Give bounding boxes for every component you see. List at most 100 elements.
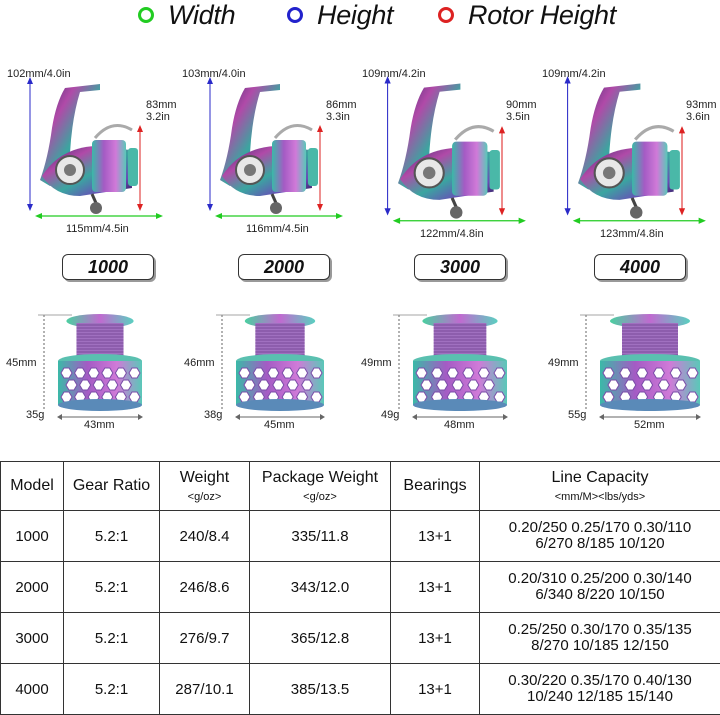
cell-package-weight: 365/12.8 xyxy=(250,613,391,664)
cell-model: 3000 xyxy=(1,613,64,664)
reel-width-label: 116mm/4.5in xyxy=(246,223,309,235)
spool-diameter-label: 43mm xyxy=(84,419,115,431)
cell-weight: 246/8.6 xyxy=(160,562,250,613)
line-capacity-mm: 0.25/250 0.30/170 0.35/135 xyxy=(480,622,720,638)
spool-diameter-label: 45mm xyxy=(264,419,295,431)
line-capacity-lbs: 8/270 10/185 12/150 xyxy=(480,638,720,654)
spool-panel: 45mm 35g 43mm xyxy=(0,305,180,435)
header-package-weight-label: Package Weight xyxy=(262,469,378,486)
reel-rotor-in-label: 3.3in xyxy=(326,111,350,123)
header-weight-label: Weight xyxy=(180,469,230,486)
header-bearings: Bearings xyxy=(391,462,480,511)
legend-rotor-height: Rotor Height xyxy=(438,0,616,30)
spool-height-label: 49mm xyxy=(361,357,392,369)
reel-width-label: 122mm/4.8in xyxy=(420,228,484,240)
legend-height: Height xyxy=(287,0,393,30)
blue-circle-icon xyxy=(287,7,303,23)
cell-weight: 276/9.7 xyxy=(160,613,250,664)
cell-gear-ratio: 5.2:1 xyxy=(64,562,160,613)
spool-height-label: 46mm xyxy=(184,357,215,369)
spool-panel: 46mm 38g 45mm xyxy=(180,305,360,435)
spool-diameter-label: 52mm xyxy=(634,419,665,431)
header-line-capacity-label: Line Capacity xyxy=(552,469,649,486)
line-capacity-lbs: 6/270 8/185 10/120 xyxy=(480,536,720,552)
spool-weight-label: 38g xyxy=(204,409,222,421)
model-tag: 3000 xyxy=(414,254,506,280)
red-circle-icon xyxy=(438,7,454,23)
header-line-capacity: Line Capacity <mm/M><lbs/yds> xyxy=(480,462,720,511)
cell-bearings: 13+1 xyxy=(391,511,480,562)
spool-height-label: 49mm xyxy=(548,357,579,369)
header-package-weight-unit: <g/oz> xyxy=(250,491,390,503)
green-circle-icon xyxy=(138,7,154,23)
legend-height-label: Height xyxy=(317,0,393,31)
reel-rotor-mm-label: 90mm xyxy=(506,99,537,111)
header-gear-ratio: Gear Ratio xyxy=(64,462,160,511)
reel-width-label: 115mm/4.5in xyxy=(66,223,129,235)
reel-rotor-in-label: 3.5in xyxy=(506,111,530,123)
reel-rotor-in-label: 3.6in xyxy=(686,111,710,123)
cell-gear-ratio: 5.2:1 xyxy=(64,511,160,562)
spool-weight-label: 35g xyxy=(26,409,44,421)
cell-weight: 240/8.4 xyxy=(160,511,250,562)
cell-package-weight: 335/11.8 xyxy=(250,511,391,562)
cell-model: 2000 xyxy=(1,562,64,613)
spool-panel: 49mm 49g 48mm xyxy=(360,305,540,435)
table-header-row: Model Gear Ratio Weight <g/oz> Package W… xyxy=(1,462,720,511)
cell-gear-ratio: 5.2:1 xyxy=(64,613,160,664)
line-capacity-mm: 0.20/250 0.25/170 0.30/110 xyxy=(480,520,720,536)
model-tag: 2000 xyxy=(238,254,330,280)
reel-rotor-mm-label: 86mm xyxy=(326,99,357,111)
spool-illustration xyxy=(540,305,720,435)
spec-table: Model Gear Ratio Weight <g/oz> Package W… xyxy=(0,461,720,715)
reel-height-label: 109mm/4.2in xyxy=(542,68,606,80)
cell-bearings: 13+1 xyxy=(391,613,480,664)
header-weight-unit: <g/oz> xyxy=(160,491,249,503)
header-weight: Weight <g/oz> xyxy=(160,462,250,511)
spool-diameter-label: 48mm xyxy=(444,419,475,431)
reel-rotor-in-label: 3.2in xyxy=(146,111,170,123)
reel-rotor-mm-label: 93mm xyxy=(686,99,717,111)
cell-model: 4000 xyxy=(1,664,64,715)
legend-width-label: Width xyxy=(168,0,235,31)
header-model: Model xyxy=(1,462,64,511)
line-capacity-lbs: 10/240 12/185 15/140 xyxy=(480,689,720,705)
cell-model: 1000 xyxy=(1,511,64,562)
reel-height-label: 109mm/4.2in xyxy=(362,68,426,80)
cell-gear-ratio: 5.2:1 xyxy=(64,664,160,715)
spool-weight-label: 49g xyxy=(381,409,399,421)
header-line-capacity-unit: <mm/M><lbs/yds> xyxy=(480,491,720,503)
legend-width: Width xyxy=(138,0,235,30)
reel-height-label: 103mm/4.0in xyxy=(182,68,246,80)
cell-package-weight: 343/12.0 xyxy=(250,562,391,613)
cell-package-weight: 385/13.5 xyxy=(250,664,391,715)
line-capacity-mm: 0.20/310 0.25/200 0.30/140 xyxy=(480,571,720,587)
model-tag: 4000 xyxy=(594,254,686,280)
cell-weight: 287/10.1 xyxy=(160,664,250,715)
legend: Width Height Rotor Height xyxy=(0,0,720,32)
reel-height-label: 102mm/4.0in xyxy=(7,68,71,80)
line-capacity-mm: 0.30/220 0.35/170 0.40/130 xyxy=(480,673,720,689)
spool-height-label: 45mm xyxy=(6,357,37,369)
cell-bearings: 13+1 xyxy=(391,664,480,715)
legend-rotor-height-label: Rotor Height xyxy=(468,0,616,31)
spool-panel: 49mm 55g 52mm xyxy=(540,305,720,435)
cell-bearings: 13+1 xyxy=(391,562,480,613)
header-package-weight: Package Weight <g/oz> xyxy=(250,462,391,511)
model-tag: 1000 xyxy=(62,254,154,280)
reel-width-label: 123mm/4.8in xyxy=(600,228,664,240)
reel-rotor-mm-label: 83mm xyxy=(146,99,177,111)
spool-weight-label: 55g xyxy=(568,409,586,421)
